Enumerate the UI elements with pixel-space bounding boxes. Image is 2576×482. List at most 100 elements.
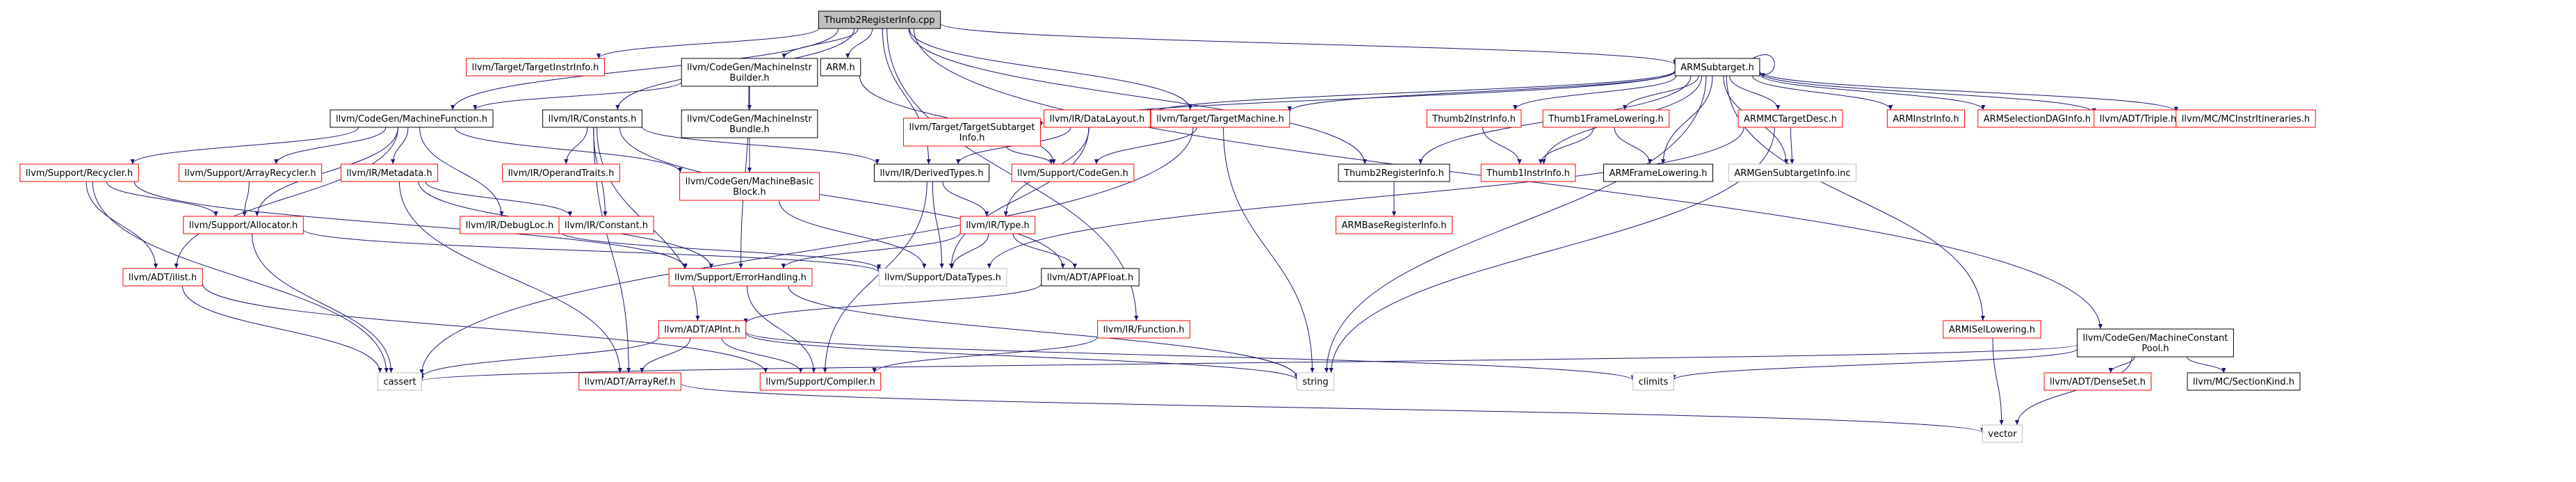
node-label: Builder.h (729, 73, 769, 83)
node-armsdag[interactable]: ARMSelectionDAGInfo.h (1977, 109, 2097, 128)
node-errh[interactable]: llvm/Support/ErrorHandling.h (668, 268, 813, 287)
node-label: llvm/CodeGen/MachineFunction.h (336, 114, 487, 124)
edge-armmctd-to-datatypes (987, 127, 1744, 269)
node-box (759, 372, 882, 391)
edge-dt-to-compiler (823, 181, 927, 373)
node-label: llvm/IR/Metadata.h (346, 168, 432, 179)
node-arecycler[interactable]: llvm/Support/ArrayRecycler.h (178, 163, 323, 182)
node-recycler[interactable]: llvm/Support/Recycler.h (19, 163, 139, 182)
node-type[interactable]: llvm/IR/Type.h (959, 216, 1036, 234)
node-t2ri[interactable]: Thumb2RegisterInfo.h (1338, 163, 1450, 182)
edge-armsub-to-armfl (1660, 75, 1713, 165)
node-label: llvm/CodeGen/MachineInstr (687, 63, 812, 73)
node-label: llvm/Support/CodeGen.h (1017, 168, 1128, 179)
node-t2ii[interactable]: Thumb2InstrInfo.h (1426, 109, 1522, 128)
node-mciti[interactable]: llvm/MC/MCInstrItineraries.h (2176, 109, 2316, 128)
node-function[interactable]: llvm/IR/Function.h (1097, 320, 1190, 339)
node-armfl[interactable]: ARMFrameLowering.h (1603, 163, 1714, 182)
node-arrayref[interactable]: llvm/ADT/ArrayRef.h (578, 372, 681, 391)
node-box (1296, 372, 1335, 391)
node-metadata[interactable]: llvm/IR/Metadata.h (340, 163, 439, 182)
node-label: vector (1988, 429, 2017, 440)
node-label: llvm/ADT/ArrayRef.h (585, 377, 676, 387)
edge-type-to-errh (781, 232, 961, 269)
node-armsub[interactable]: ARMSubtarget.h (1674, 58, 1760, 77)
node-root[interactable]: Thumb2RegisterInfo.cpp (818, 10, 941, 29)
edge-constants-to-apfloat (619, 127, 1065, 269)
node-box (178, 163, 323, 182)
node-codegen[interactable]: llvm/Support/CodeGen.h (1011, 163, 1135, 182)
edge-mib-to-mf (473, 81, 682, 111)
node-box (122, 268, 203, 287)
node-dl[interactable]: llvm/IR/DataLayout.h (1044, 109, 1151, 128)
node-ilist[interactable]: llvm/ADT/ilist.h (122, 268, 203, 287)
edge-armsub-to-triple (1759, 72, 2096, 113)
edge-t2ii-to-t1ii (1482, 127, 1522, 165)
node-box (1480, 163, 1576, 182)
node-sectionkind[interactable]: llvm/MC/SectionKind.h (2187, 372, 2301, 391)
node-label: llvm/Support/ErrorHandling.h (674, 273, 807, 283)
node-mf[interactable]: llvm/CodeGen/MachineFunction.h (330, 109, 494, 128)
node-armisel[interactable]: ARMISelLowering.h (1943, 320, 2041, 339)
node-label: llvm/Target/TargetInstrInfo.h (472, 63, 599, 73)
node-constant[interactable]: llvm/IR/Constant.h (558, 216, 654, 234)
edge-errh-to-string (788, 285, 1299, 378)
node-cassert: cassert (377, 372, 423, 391)
edge-armsub-to-string (1324, 75, 1707, 373)
edge-mf-to-metadata (390, 127, 409, 165)
node-box (681, 109, 818, 138)
node-armh[interactable]: ARM.h (820, 58, 861, 77)
node-box (1737, 109, 1843, 128)
edge-dl-to-datatypes (948, 127, 1089, 269)
node-debugloc[interactable]: llvm/IR/DebugLoc.h (460, 216, 560, 234)
node-box (340, 163, 439, 182)
node-label: llvm/Support/DataTypes.h (884, 273, 1001, 283)
node-tm[interactable]: llvm/Target/TargetMachine.h (1150, 109, 1290, 128)
node-tii[interactable]: llvm/Target/TargetInstrInfo.h (466, 58, 605, 77)
node-label: ARMSelectionDAGInfo.h (1984, 114, 2091, 124)
node-denseset[interactable]: llvm/ADT/DenseSet.h (2043, 372, 2152, 391)
node-t1fl[interactable]: Thumb1FrameLowering.h (1542, 109, 1670, 128)
node-string: string (1296, 372, 1335, 391)
node-dt[interactable]: llvm/IR/DerivedTypes.h (873, 163, 990, 182)
edge-mcp-to-cassert (420, 344, 2078, 382)
edge-tm-to-string (1223, 127, 1315, 373)
node-box (2093, 109, 2182, 128)
node-box (959, 216, 1036, 234)
node-t1ii[interactable]: Thumb1InstrInfo.h (1480, 163, 1576, 182)
node-label: ARMBaseRegisterInfo.h (1341, 220, 1446, 231)
node-armbri[interactable]: ARMBaseRegisterInfo.h (1335, 216, 1453, 234)
node-box (681, 58, 818, 87)
node-apfloat[interactable]: llvm/ADT/APFloat.h (1041, 268, 1140, 287)
node-label: Block.h (733, 187, 766, 198)
edge-arecycler-to-alloc (242, 181, 250, 217)
edge-mf-to-ilist (174, 127, 398, 269)
node-label: llvm/Support/ArrayRecycler.h (184, 168, 316, 179)
node-label: llvm/Support/Recycler.h (26, 168, 133, 179)
node-alloc[interactable]: llvm/Support/Allocator.h (183, 216, 304, 234)
node-optraits[interactable]: llvm/IR/OperandTraits.h (502, 163, 620, 182)
node-box (902, 118, 1042, 147)
edge-alloc-to-datatypes (302, 229, 882, 273)
edge-root-to-armh (845, 28, 873, 59)
node-label: ARMMCTargetDesc.h (1744, 114, 1837, 124)
node-label: llvm/IR/OperandTraits.h (508, 168, 615, 179)
node-armmctd[interactable]: ARMMCTargetDesc.h (1737, 109, 1843, 128)
node-triple[interactable]: llvm/ADT/Triple.h (2093, 109, 2182, 128)
node-label: llvm/CodeGen/MachineBasic (686, 177, 814, 187)
edge-constants-to-dt (641, 126, 880, 165)
node-box (460, 216, 560, 234)
node-apint[interactable]: llvm/ADT/APInt.h (658, 320, 747, 339)
node-label: llvm/IR/DataLayout.h (1050, 114, 1145, 124)
node-label: Thumb2InstrInfo.h (1432, 114, 1516, 124)
node-armii[interactable]: ARMInstrInfo.h (1886, 109, 1966, 128)
node-label: llvm/ADT/Triple.h (2100, 114, 2176, 124)
node-compiler[interactable]: llvm/Support/Compiler.h (759, 372, 882, 391)
edge-root-to-mib (781, 28, 859, 59)
node-constants[interactable]: llvm/IR/Constants.h (542, 109, 642, 128)
